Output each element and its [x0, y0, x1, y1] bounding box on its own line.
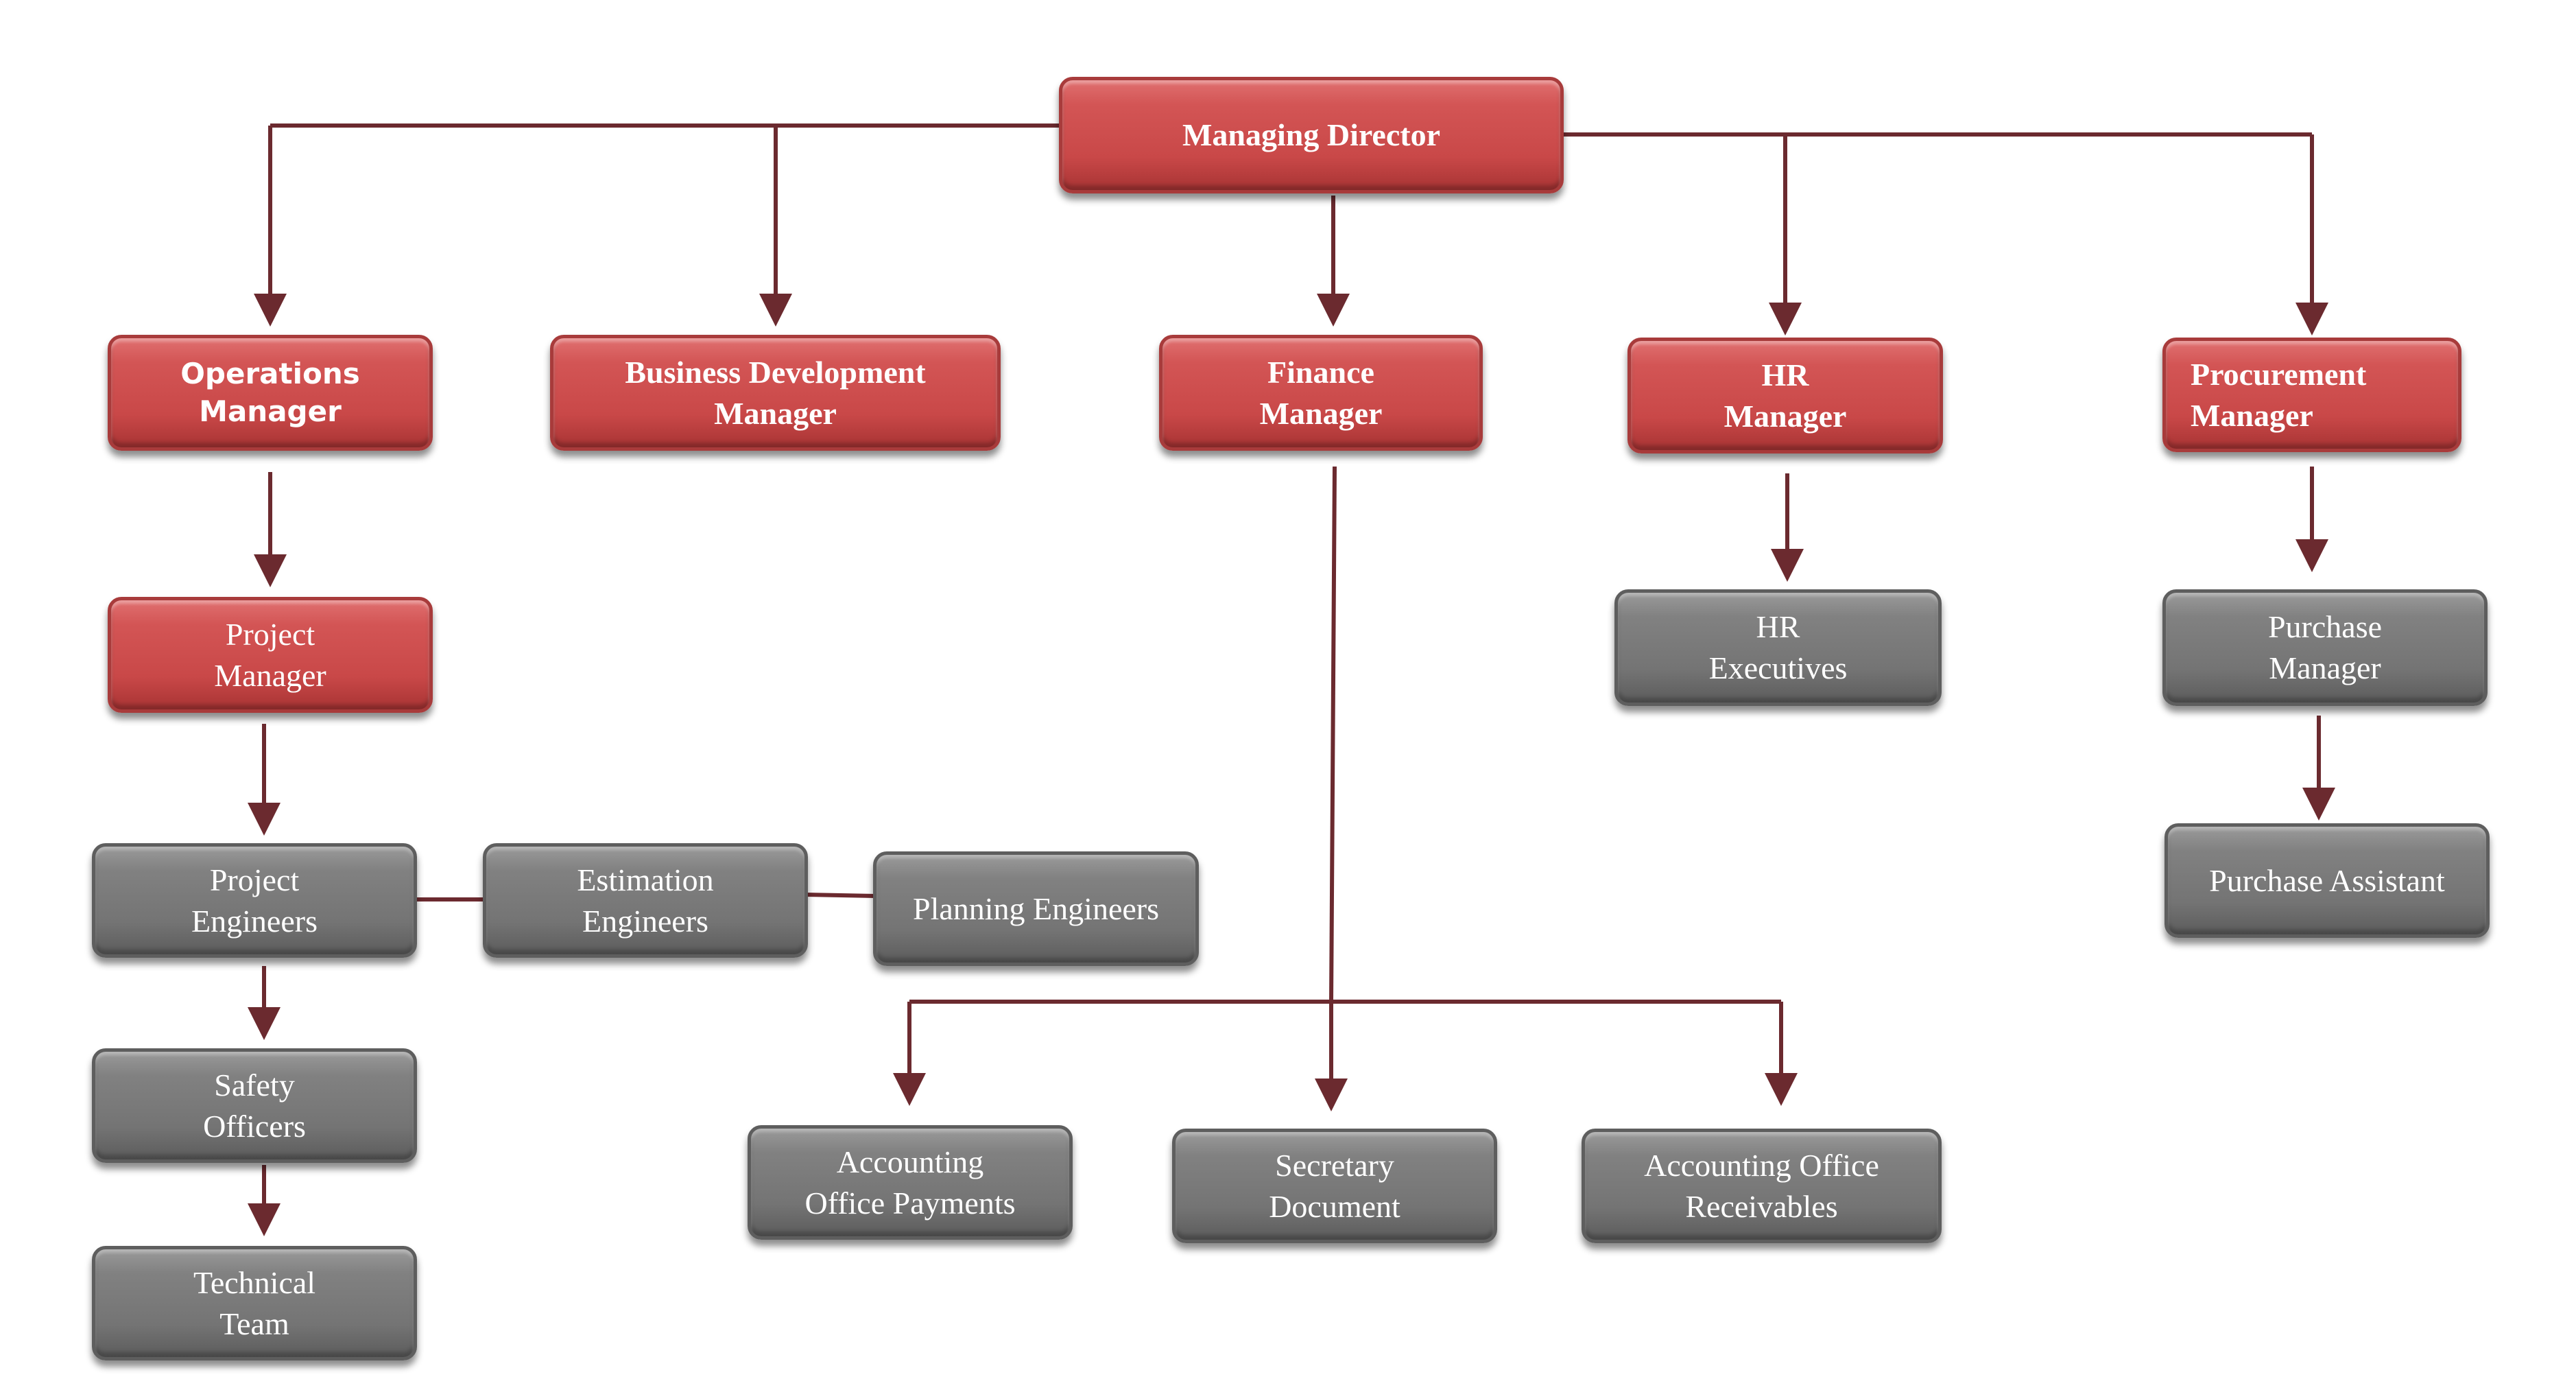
planning-engineers-box: Planning Engineers	[873, 851, 1199, 966]
project-engineers-label: Project Engineers	[191, 862, 318, 939]
planning-engineers-label: Planning Engineers	[913, 891, 1159, 926]
hr-executives-label: HR Executives	[1708, 609, 1848, 685]
procurement-manager-box: Procurement Manager	[2162, 338, 2461, 452]
safety-officers-box: Safety Officers	[92, 1048, 417, 1163]
managing-director-label: Managing Director	[1182, 117, 1441, 153]
accounting-office-receivables-label: Accounting Office Receivables	[1644, 1147, 1879, 1224]
finance-manager-box: Finance Manager	[1159, 335, 1483, 451]
link-estimation-to-planning	[805, 893, 876, 898]
hr-manager-box: HR Manager	[1627, 338, 1943, 453]
finance-manager-label: Finance Manager	[1259, 354, 1383, 431]
accounting-office-payments-box: Accounting Office Payments	[748, 1125, 1073, 1240]
safety-officers-label: Safety Officers	[203, 1067, 306, 1144]
accounting-office-payments-label: Accounting Office Payments	[804, 1144, 1016, 1221]
procurement-manager-label: Procurement Manager	[2191, 356, 2367, 433]
technical-team-label: Technical Team	[193, 1264, 316, 1341]
operations-manager-box: Operations Manager	[108, 335, 433, 451]
accounting-office-receivables-box: Accounting Office Receivables	[1582, 1129, 1942, 1243]
secretary-document-box: Secretary Document	[1172, 1129, 1497, 1243]
project-manager-box: Project Manager	[108, 597, 433, 713]
business-development-manager-label: Business Development Manager	[625, 354, 926, 431]
finance-trunk	[1329, 466, 1337, 1002]
estimation-engineers-box: Estimation Engineers	[483, 843, 808, 958]
hr-executives-box: HR Executives	[1614, 589, 1942, 706]
secretary-document-label: Secretary Document	[1269, 1147, 1400, 1224]
estimation-engineers-label: Estimation Engineers	[577, 862, 714, 939]
purchase-assistant-label: Purchase Assistant	[2209, 862, 2445, 898]
operations-manager-label: Operations Manager	[180, 356, 360, 428]
managing-director-box: Managing Director	[1059, 77, 1564, 193]
project-engineers-box: Project Engineers	[92, 843, 417, 958]
technical-team-box: Technical Team	[92, 1246, 417, 1360]
project-manager-label: Project Manager	[214, 616, 326, 693]
purchase-assistant-box: Purchase Assistant	[2164, 823, 2490, 938]
purchase-manager-box: Purchase Manager	[2162, 589, 2488, 706]
purchase-manager-label: Purchase Manager	[2267, 609, 2383, 685]
hr-manager-label: HR Manager	[1724, 357, 1847, 434]
business-development-manager-box: Business Development Manager	[550, 335, 1001, 451]
